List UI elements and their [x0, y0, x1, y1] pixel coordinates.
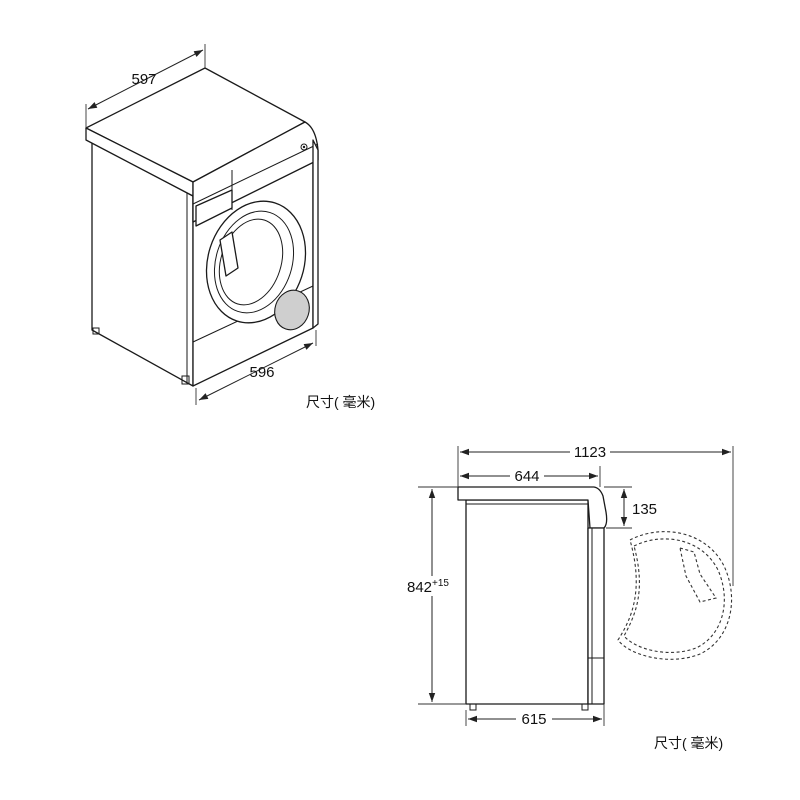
- top-depth-label: 644: [514, 468, 539, 485]
- label-bg-842: [404, 576, 460, 596]
- foot-front-left: [181, 375, 190, 385]
- dim-line-597: [87, 49, 204, 110]
- height-label: 842: [407, 579, 432, 596]
- dim-line-596: [198, 342, 314, 401]
- side-units-caption: 尺寸( 毫米): [654, 735, 723, 751]
- power-knob-icon: [300, 143, 308, 151]
- width-dimension-label: 597: [131, 71, 156, 88]
- foot-rear-left: [92, 327, 100, 335]
- height-tolerance-label: +15: [432, 578, 449, 589]
- side-foot-front: [581, 703, 589, 711]
- label-bg-1123: [570, 444, 610, 460]
- open-door-handle: [679, 547, 717, 603]
- side-view: 1123 644 135 842+15 615 尺寸( 毫米): [404, 444, 734, 751]
- door-handle: [219, 231, 239, 277]
- iso-units-caption: 尺寸( 毫米): [306, 394, 375, 410]
- power-knob-dot: [302, 145, 306, 149]
- top-height-label: 135: [632, 501, 657, 518]
- filter-cover: [274, 289, 310, 331]
- overall-depth-label: 1123: [574, 444, 606, 461]
- side-foot-rear: [469, 703, 477, 711]
- label-bg-644: [510, 468, 544, 484]
- dryer-right-side: [312, 139, 319, 329]
- side-body: [465, 499, 589, 705]
- height-dimension: 842+15: [407, 578, 449, 596]
- open-door-outline-inner: [623, 538, 725, 654]
- label-bg-615: [516, 711, 552, 727]
- door-glass: [213, 210, 295, 314]
- base-depth-label: 615: [521, 711, 546, 728]
- open-door-outline: [617, 531, 732, 660]
- isometric-view: 597 596 尺寸( 毫米): [85, 44, 375, 410]
- side-front-panel: [587, 527, 605, 705]
- panel-line: [192, 143, 319, 205]
- depth-dimension-label: 596: [249, 364, 274, 381]
